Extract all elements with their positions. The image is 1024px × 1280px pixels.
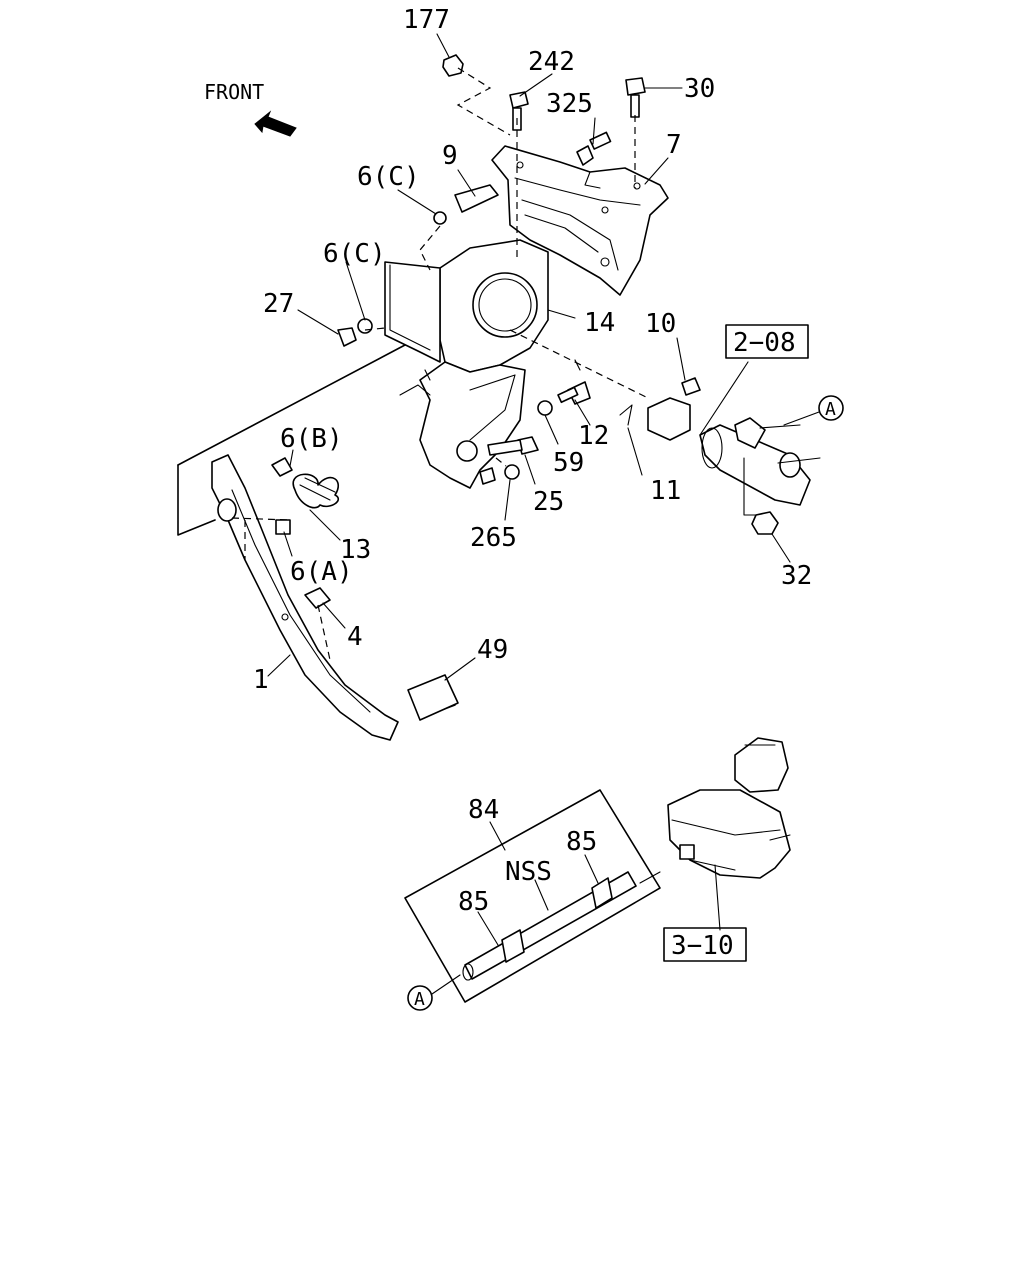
callout-6c-top: 6(C) <box>357 162 420 192</box>
ref-box-3-10: 3−10 <box>663 927 747 962</box>
callout-6c-mid: 6(C) <box>323 239 386 269</box>
hardware-fasteners <box>337 54 779 535</box>
connection-marker-left-text: A <box>414 989 425 1010</box>
callout-177: 177 <box>403 5 450 35</box>
connection-marker-right-text: A <box>825 399 836 420</box>
callout-84: 84 <box>468 795 499 825</box>
front-indicator: FRONT <box>204 80 297 137</box>
callout-6b: 6(B) <box>280 424 343 454</box>
reservoir-tank <box>667 737 791 879</box>
clutch-master-cylinder <box>619 397 811 506</box>
callout-12: 12 <box>578 421 609 451</box>
ref-box-3-10-text: 3−10 <box>671 931 734 961</box>
callout-11: 11 <box>650 476 681 506</box>
callout-30: 30 <box>684 74 715 104</box>
connection-marker-left: A <box>407 974 461 1011</box>
clutch-switch <box>647 397 691 441</box>
callout-325: 325 <box>546 89 593 119</box>
callout-6a: 6(A) <box>290 557 353 587</box>
ref-box-2-08: 2−08 <box>725 324 809 359</box>
callout-265: 265 <box>470 523 517 553</box>
pedal-pad <box>407 674 459 721</box>
ref-box-2-08-text: 2−08 <box>733 328 796 358</box>
callout-85-left: 85 <box>458 887 489 917</box>
callout-49: 49 <box>477 635 508 665</box>
callout-7: 7 <box>666 130 682 160</box>
reservoir-hose <box>404 789 661 1003</box>
callout-nss: NSS <box>505 857 552 887</box>
callout-27: 27 <box>263 289 294 319</box>
upper-bracket <box>491 145 669 296</box>
reference-lines <box>177 67 821 661</box>
callout-4: 4 <box>347 622 363 652</box>
callout-25: 25 <box>533 487 564 517</box>
connection-marker-right: A <box>783 395 844 426</box>
front-arrow-icon <box>254 110 297 137</box>
callout-32: 32 <box>781 561 812 591</box>
callout-labels: 177 242 325 30 7 9 6(C) 6(C) 27 14 10 12… <box>253 5 812 917</box>
nut-177 <box>442 54 464 77</box>
pedal-bracket <box>384 239 549 489</box>
callout-59: 59 <box>553 448 584 478</box>
callout-13: 13 <box>340 535 371 565</box>
return-spring <box>271 457 340 609</box>
callout-9: 9 <box>442 141 458 171</box>
callout-1: 1 <box>253 665 269 695</box>
callout-242: 242 <box>528 47 575 77</box>
callout-85-right: 85 <box>566 827 597 857</box>
front-label: FRONT <box>204 80 264 104</box>
callout-leaders <box>267 33 791 946</box>
callout-10: 10 <box>645 309 676 339</box>
callout-14: 14 <box>584 308 615 338</box>
